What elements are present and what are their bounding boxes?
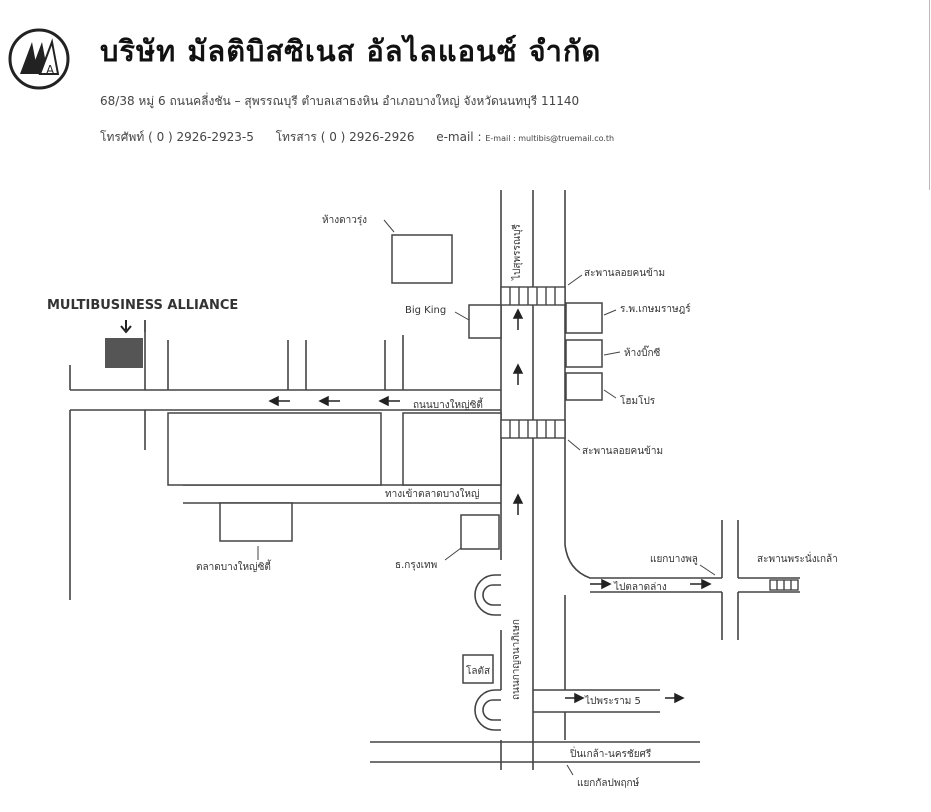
arrow-down-icon	[120, 320, 132, 334]
label-bangkok-bank: ธ.กรุงเทพ	[395, 560, 437, 571]
map-buildings	[167, 234, 603, 684]
market-building	[219, 502, 293, 542]
label-lotus: โลตัส	[466, 664, 490, 677]
overpass-markers	[500, 286, 799, 591]
company-address: 68/38 หมู่ 6 ถนนคลี่งชัน – สุพรรณบุรี ตำ…	[100, 94, 580, 108]
letterhead: A บริษัท มัลติบิสซิเนส อัลไลแอนซ์ จำกัด …	[0, 0, 931, 190]
homepro-building	[565, 372, 603, 401]
label-daowrung: ห้างดาวรุ่ง	[322, 214, 367, 226]
hospital-building	[565, 302, 603, 334]
big-c-building	[565, 339, 603, 368]
map-labels: ไปสุพรรณบุรี ห้างดาวรุ่ง สะพานลอยคนข้าม …	[196, 214, 838, 789]
city-block-left	[167, 412, 382, 486]
city-block-right	[402, 412, 502, 486]
daowrung-building	[391, 234, 453, 284]
label-to-suphanburi: ไปสุพรรณบุรี	[511, 224, 523, 281]
leader-lines	[257, 219, 716, 776]
direction-arrows	[268, 308, 712, 704]
company-location-marker	[105, 338, 143, 368]
email-label: e-mail :	[436, 130, 482, 144]
page-edge-line	[929, 0, 930, 190]
svg-text:A: A	[46, 63, 55, 77]
fax-number: ( 0 ) 2926-2926	[320, 130, 415, 144]
label-phra-nang-klao-bridge: สะพานพระนั่งเกล้า	[757, 551, 838, 565]
label-pinklao: ปิ่นเกล้า-นครชัยศรี	[569, 746, 652, 760]
label-bang-phlu: แยกบางพลู	[650, 554, 698, 565]
contact-line: โทรศัพท์ ( 0 ) 2926-2923-5 โทรสาร ( 0 ) …	[100, 128, 614, 147]
company-name: บริษัท มัลติบิสซิเนส อัลไลแอนซ์ จำกัด	[100, 34, 602, 68]
label-kanchanaphisek: ถนนกาญจนาภิเษก	[511, 619, 522, 700]
label-bang-yai-city-road: ถนนบางใหญ่ซิตี้	[413, 397, 484, 411]
bangkok-bank-building	[460, 514, 500, 550]
label-big-king: Big King	[405, 305, 446, 316]
fax-label: โทรสาร	[275, 130, 317, 144]
label-market-entrance: ทางเข้าตลาดบางใหญ่	[385, 488, 480, 500]
phone-label: โทรศัพท์	[100, 130, 145, 144]
label-overpass-mid: สะพานลอยคนข้าม	[582, 445, 663, 457]
email-address[interactable]: E-mail : multibis@truemail.co.th	[485, 134, 615, 143]
label-homepro: โฮมโปร	[620, 394, 656, 407]
company-logo-icon: A	[8, 28, 70, 90]
label-bang-yai-city-market: ตลาดบางใหญ่ซิตี้	[196, 559, 272, 573]
big-king-building	[468, 304, 502, 339]
phone-number: ( 0 ) 2926-2923-5	[148, 130, 254, 144]
company-map-label: MULTIBUSINESS ALLIANCE	[47, 298, 238, 313]
label-big-c: ห้างบิ๊กซี	[624, 345, 660, 359]
label-overpass-top: สะพานลอยคนข้าม	[584, 267, 665, 279]
lotus-building	[462, 654, 494, 684]
label-hospital: ร.พ.เกษมราษฎร์	[620, 303, 691, 315]
label-to-talad: ไปตลาดล่าง	[613, 581, 667, 593]
label-to-rama5: ไปพระราม 5	[584, 695, 641, 707]
label-kanjana-intersection: แยกกัลปพฤกษ์	[577, 777, 640, 789]
